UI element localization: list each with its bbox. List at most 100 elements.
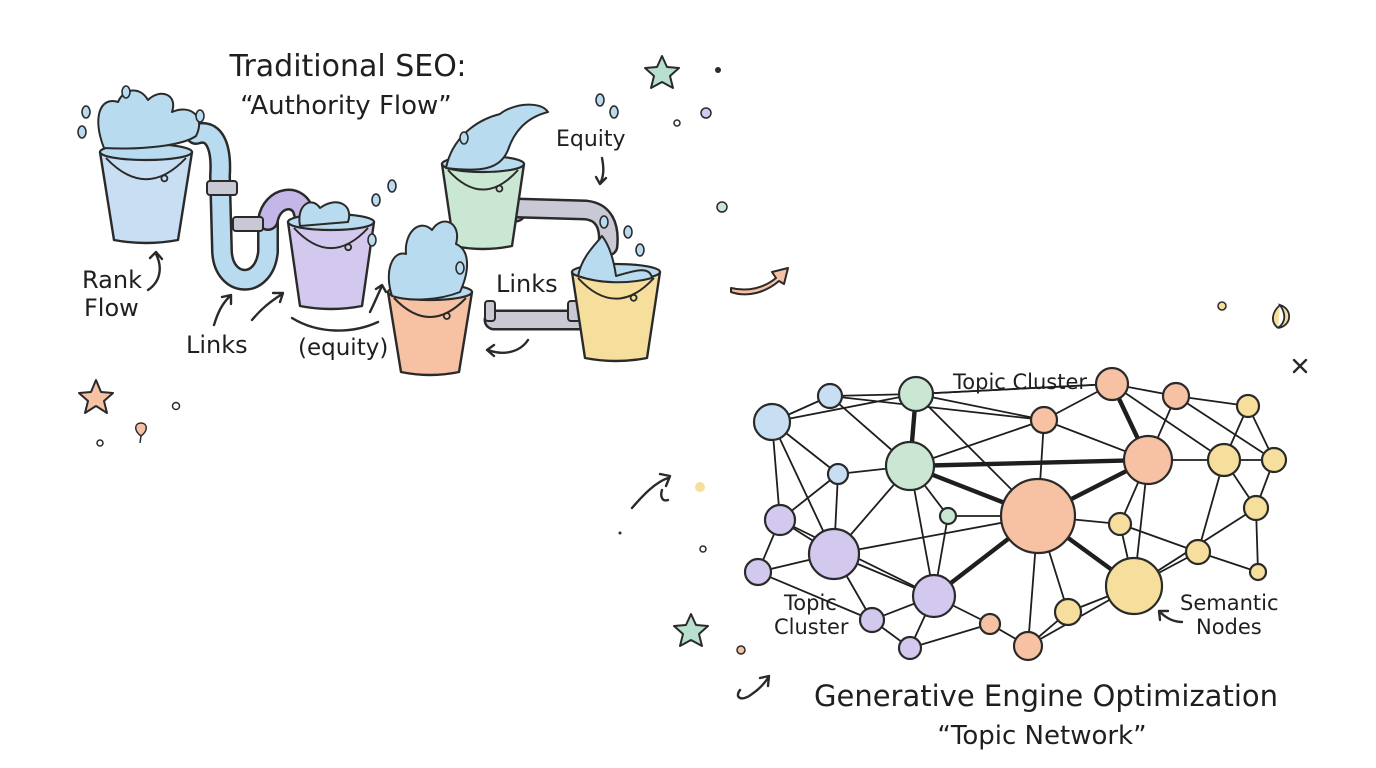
pipe <box>187 124 277 289</box>
water-droplet <box>459 131 469 145</box>
topic-node-orange <box>999 477 1077 555</box>
dot-icon <box>700 107 712 119</box>
balloon-icon <box>135 422 147 444</box>
geo-topic-network-illustration: Topic Cluster Topic Cluster Semantic Nod… <box>743 366 1288 751</box>
rank-label: Rank <box>82 266 142 294</box>
sparkle-icon <box>1292 358 1308 374</box>
orange-bucket <box>386 290 474 377</box>
curly-arrow-icon <box>736 674 771 700</box>
network-edge <box>757 571 873 621</box>
water-droplet <box>77 125 87 139</box>
dot-icon <box>736 645 746 655</box>
topic-node-green <box>897 375 935 413</box>
water-splash <box>577 235 653 284</box>
network-edge <box>1119 523 1199 553</box>
semantic-label: Semantic <box>1180 591 1279 615</box>
star-icon <box>78 379 114 414</box>
bucket-handle <box>393 297 467 318</box>
topic-node-yellow <box>1107 511 1133 537</box>
moon-icon <box>1272 303 1291 329</box>
blue-bucket <box>98 150 194 245</box>
bucket-handle-ring <box>442 312 451 320</box>
seo-title: Traditional SEO: <box>229 49 467 84</box>
topic-node-yellow <box>1053 597 1083 627</box>
bucket-handle-ring <box>344 243 353 252</box>
topic-node-blue <box>816 382 844 410</box>
dot-icon <box>699 545 707 553</box>
water-splashes <box>77 85 653 301</box>
dot-icon <box>96 439 104 447</box>
geo-title: Generative Engine Optimization <box>814 679 1278 713</box>
star-icon <box>673 613 709 647</box>
topic-node-yellow <box>1104 556 1164 616</box>
topic-node-yellow <box>1242 494 1270 522</box>
equity-paren-label: (equity) <box>298 335 388 361</box>
water-droplet <box>609 105 619 119</box>
topic-node-purple <box>911 573 957 619</box>
cluster-label: Cluster <box>774 615 849 639</box>
links-right-arrow <box>485 338 530 358</box>
equity-paren-arrow <box>290 316 380 332</box>
topic-node-orange <box>1029 405 1059 435</box>
semantic-nodes-arrow <box>1157 609 1184 624</box>
topic-label: Topic <box>783 591 837 615</box>
star-icon <box>644 55 680 89</box>
network-edge <box>915 383 1113 395</box>
topic-node-purple <box>897 635 923 661</box>
dot-icon <box>715 67 721 73</box>
topic-node-yellow <box>1184 538 1212 566</box>
pipe <box>508 200 617 254</box>
bucket-handle-ring <box>629 293 638 302</box>
nodes-label: Nodes <box>1196 615 1262 639</box>
seo-subtitle: “Authority Flow” <box>240 91 452 121</box>
pipe-outline <box>185 121 279 291</box>
seo-authority-flow-illustration: Traditional SEO: “Authority Flow” Rank F… <box>77 49 662 377</box>
water-droplet <box>367 233 377 247</box>
water-droplet <box>599 215 609 229</box>
topic-node-yellow <box>1248 562 1268 582</box>
topic-node-purple <box>763 503 797 537</box>
pipe-coupling <box>206 180 238 196</box>
water-droplet <box>595 93 605 107</box>
topic-node-purple <box>743 557 773 587</box>
topic-node-purple <box>807 527 861 581</box>
topic-node-yellow <box>1260 446 1288 474</box>
network-edge <box>915 393 1045 421</box>
topic-node-purple <box>858 606 886 634</box>
topic-node-yellow <box>1206 442 1242 478</box>
links-left-arrow-2 <box>250 291 285 322</box>
water-splash <box>298 201 351 227</box>
water-splash <box>97 89 200 150</box>
bucket-handle <box>447 169 519 191</box>
bucket-handle <box>105 157 187 181</box>
water-droplet <box>121 85 131 99</box>
bucket-handle-ring <box>495 184 504 193</box>
purple-bucket <box>286 220 376 311</box>
dot-icon <box>1217 301 1227 311</box>
topic-node-orange <box>1122 434 1174 486</box>
network-edge <box>829 395 1045 421</box>
rank-flow-arrow <box>146 250 164 292</box>
equity-arrow-up <box>368 283 388 314</box>
pipe-coupling <box>484 300 496 322</box>
network-edge <box>1175 395 1275 461</box>
links-left-label: Links <box>186 331 248 359</box>
topic-node-blue <box>826 462 850 486</box>
water-splash <box>445 103 549 171</box>
topic-node-green <box>884 440 936 492</box>
equity-top-label: Equity <box>556 127 626 152</box>
topic-node-orange <box>1012 630 1044 662</box>
topic-node-orange <box>978 612 1002 636</box>
yellow-bucket <box>570 270 662 363</box>
topic-node-orange <box>1094 366 1130 402</box>
links-left-arrow-1 <box>212 293 233 327</box>
water-droplet <box>387 179 397 193</box>
network-nodes <box>743 366 1288 662</box>
dot-icon <box>673 119 681 127</box>
pipe-coupling <box>232 216 264 232</box>
geo-subtitle: “Topic Network” <box>937 721 1146 751</box>
water-droplet <box>81 105 91 119</box>
water-droplet <box>635 243 645 257</box>
transition-arrow-icon <box>730 267 789 296</box>
